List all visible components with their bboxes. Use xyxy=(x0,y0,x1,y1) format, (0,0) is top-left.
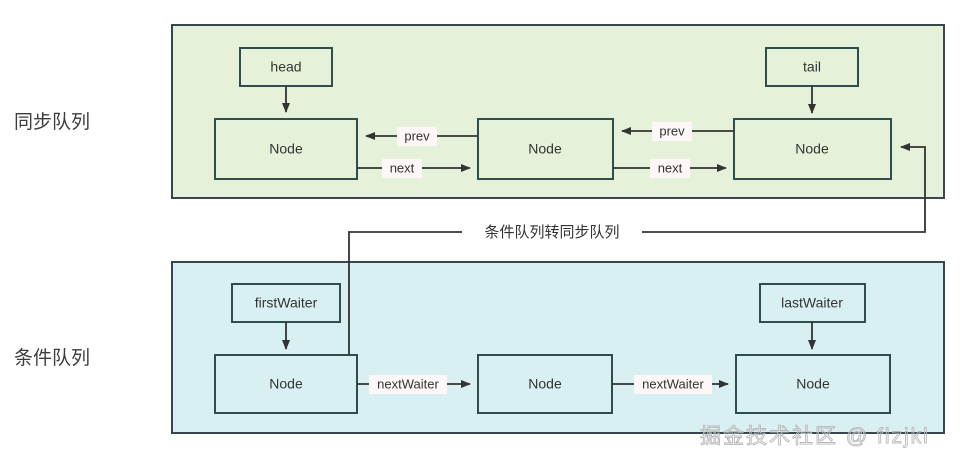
transfer-connector-path xyxy=(348,143,926,355)
condition-node-2-label: Node xyxy=(528,376,562,392)
condition-next-waiter-label-1-bg xyxy=(369,375,447,394)
sync-prev-label-1-bg xyxy=(397,127,437,146)
condition-node-3[interactable] xyxy=(735,354,891,414)
sync-next-label-1: next xyxy=(390,160,415,175)
condition-node-2[interactable] xyxy=(477,354,613,414)
sync-prev-label-1: prev xyxy=(404,128,430,143)
sync-node-2-label: Node xyxy=(528,141,562,157)
tail-pointer-label: tail xyxy=(803,59,821,75)
last-waiter-pointer-box[interactable] xyxy=(759,283,866,323)
sync-next-label-1-bg xyxy=(382,159,422,178)
condition-next-waiter-label-2: nextWaiter xyxy=(642,376,704,391)
condition-queue-region-label: 条件队列 xyxy=(14,347,90,369)
condition-node-3-label: Node xyxy=(796,376,830,392)
first-waiter-pointer-box[interactable] xyxy=(231,283,341,323)
sync-next-label-2-bg xyxy=(650,159,690,178)
condition-next-waiter-label-1: nextWaiter xyxy=(377,376,439,391)
condition-node-1[interactable] xyxy=(214,354,358,414)
sync-next-label-2: next xyxy=(658,160,683,175)
sync-node-3[interactable] xyxy=(733,118,892,180)
condition-next-waiter-label-2-bg xyxy=(634,375,712,394)
last-waiter-pointer-label: lastWaiter xyxy=(781,295,843,311)
watermark-text: 掘金技术社区 @ flzjkl xyxy=(700,425,930,448)
sync-prev-label-2-bg xyxy=(652,122,692,141)
sync-node-1-label: Node xyxy=(269,141,303,157)
sync-node-2[interactable] xyxy=(477,118,614,180)
sync-queue-region-label: 同步队列 xyxy=(14,111,90,133)
sync-prev-label-2: prev xyxy=(659,123,685,138)
sync-node-1[interactable] xyxy=(214,118,358,180)
condition-node-1-label: Node xyxy=(269,376,303,392)
head-pointer-label: head xyxy=(270,59,301,75)
sync-node-3-label: Node xyxy=(795,141,829,157)
transfer-label-bg xyxy=(462,222,642,243)
first-waiter-pointer-label: firstWaiter xyxy=(255,295,318,311)
transfer-label: 条件队列转同步队列 xyxy=(484,224,619,241)
